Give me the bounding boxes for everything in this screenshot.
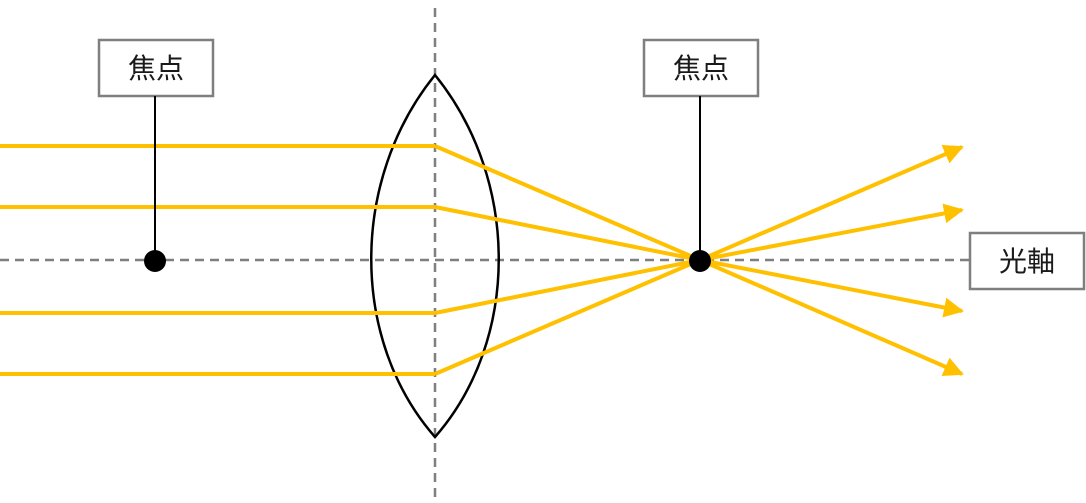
- focus-right-label-box: [642, 38, 760, 98]
- focus-right-label: 焦点: [673, 52, 729, 85]
- focus-left-label: 焦点: [128, 52, 184, 85]
- diverging-ray-1: [699, 144, 964, 262]
- focus-left-label-box: [97, 38, 215, 98]
- diverging-ray-4: [699, 258, 964, 376]
- diverging-ray-2: [699, 203, 964, 262]
- focus-left-point: [144, 250, 166, 272]
- refracted-ray-2: [434, 205, 701, 262]
- focus-right-point: [689, 250, 711, 272]
- optical-axis-label-box: [968, 231, 1086, 291]
- diverging-ray-3: [699, 258, 964, 318]
- refracted-ray-1: [434, 144, 701, 262]
- refracted-ray-4: [434, 258, 701, 376]
- refracted-ray-3: [434, 258, 701, 315]
- optical-axis-label: 光軸: [999, 245, 1055, 278]
- convex-lens: [370, 73, 500, 439]
